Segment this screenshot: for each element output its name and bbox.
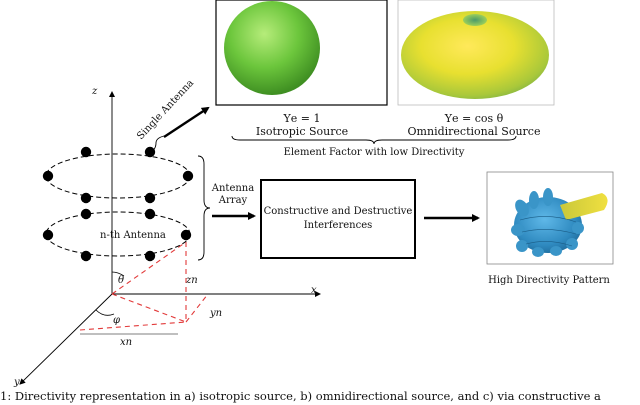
nth-antenna-label: n-th Antenna bbox=[100, 230, 166, 241]
coordinate-axes: z x y θ φ bbox=[13, 86, 321, 388]
interference-box-line1: Constructive and Destructive bbox=[264, 206, 413, 217]
torus-hole bbox=[463, 14, 487, 26]
element-factor-label: Element Factor with low Directivity bbox=[284, 147, 465, 158]
antenna-element bbox=[80, 192, 92, 204]
lobe-ridges bbox=[519, 216, 577, 247]
x-axis-label: x bbox=[311, 285, 317, 296]
interference-box-line2: Interferences bbox=[304, 220, 373, 231]
antenna-element bbox=[42, 229, 54, 241]
antenna-element bbox=[42, 170, 54, 182]
high-directivity-panel: High Directivity Pattern bbox=[486, 171, 614, 286]
omnidirectional-torus bbox=[401, 11, 549, 99]
phi-arc bbox=[95, 309, 115, 316]
zn-label: zn bbox=[185, 275, 198, 286]
phi-label: φ bbox=[113, 315, 120, 326]
antenna-element bbox=[182, 170, 194, 182]
z-axis-label: z bbox=[91, 86, 98, 97]
isotropic-label: Isotropic Source bbox=[256, 125, 348, 138]
antenna-array: n-th Antenna bbox=[42, 146, 194, 262]
antenna-element bbox=[80, 146, 92, 158]
projection-lines bbox=[79, 241, 209, 331]
isotropic-sphere bbox=[224, 1, 320, 95]
high-directivity-label: High Directivity Pattern bbox=[488, 275, 610, 286]
antenna-element bbox=[144, 192, 156, 204]
antenna-element bbox=[180, 229, 192, 241]
omnidirectional-formula: Υe = cos θ bbox=[444, 112, 504, 125]
omnidirectional-panel: Υe = cos θ Omnidirectional Source bbox=[397, 0, 555, 138]
y-axis-label: y bbox=[13, 377, 20, 388]
side-lobes bbox=[511, 188, 584, 257]
isotropic-panel: Υe = 1 Isotropic Source bbox=[215, 0, 388, 138]
isotropic-formula: Υe = 1 bbox=[283, 112, 321, 125]
antenna-element bbox=[144, 250, 156, 262]
omnidirectional-label: Omnidirectional Source bbox=[408, 125, 541, 138]
theta-label: θ bbox=[118, 275, 124, 286]
single-antenna-label: Single Antenna bbox=[135, 78, 196, 142]
antenna-array-label-1: Antenna bbox=[211, 183, 254, 194]
y-axis bbox=[19, 293, 113, 385]
element-factor-brace bbox=[231, 135, 517, 145]
figure-caption: 1: Directivity representation in a) isot… bbox=[0, 389, 601, 403]
antenna-array-label-2: Array bbox=[218, 195, 248, 206]
theta-arc bbox=[111, 271, 125, 277]
main-beam bbox=[560, 193, 608, 220]
interference-box bbox=[260, 179, 416, 259]
yn-label: yn bbox=[209, 308, 222, 319]
antenna-element bbox=[80, 250, 92, 262]
array-brace bbox=[197, 155, 211, 261]
single-antenna-arrow bbox=[163, 106, 210, 139]
antenna-ring-top bbox=[45, 153, 191, 199]
antenna-element bbox=[144, 146, 156, 158]
antenna-element bbox=[144, 208, 156, 220]
xn-label: xn bbox=[120, 337, 132, 348]
antenna-element bbox=[80, 208, 92, 220]
